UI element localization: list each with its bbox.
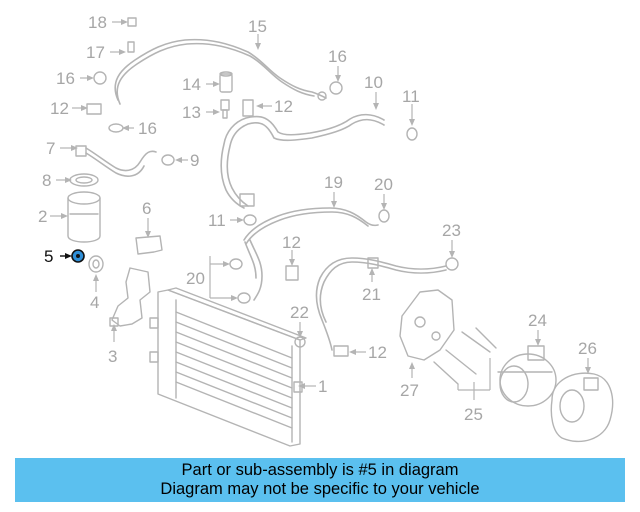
- banner-line-1: Part or sub-assembly is #5 in diagram: [181, 461, 459, 479]
- callout-25: 25: [464, 405, 483, 424]
- ac-hoses: [75, 38, 447, 351]
- callout-8: 8: [42, 171, 51, 190]
- bracket-6: [135, 235, 163, 255]
- callout-14: 14: [182, 75, 201, 94]
- callout-20a: 20: [186, 269, 205, 288]
- compressor-26: [550, 372, 614, 443]
- callout-12a: 12: [50, 99, 69, 118]
- callout-23: 23: [442, 221, 461, 240]
- callout-12d: 12: [368, 343, 387, 362]
- callout-24: 24: [528, 311, 547, 330]
- condenser: [149, 287, 307, 447]
- callout-12c: 12: [282, 233, 301, 252]
- callout-6: 6: [142, 199, 151, 218]
- receiver-drier: [67, 191, 101, 243]
- bolts-25: [433, 327, 497, 385]
- callout-2: 2: [38, 207, 47, 226]
- callout-4: 4: [90, 293, 99, 312]
- leaders: [50, 19, 591, 400]
- callout-17: 17: [86, 43, 105, 62]
- o-ring-8: [69, 173, 99, 187]
- callout-18: 18: [88, 13, 107, 32]
- valve-14: [219, 71, 233, 93]
- sensor-13: [220, 99, 230, 119]
- valve-core-17: [127, 41, 135, 53]
- callout-11b: 11: [208, 211, 226, 230]
- callout-22: 22: [290, 303, 309, 322]
- callout-10: 10: [364, 73, 383, 92]
- cap-18: [127, 17, 137, 27]
- callout-20b: 20: [374, 175, 393, 194]
- o-ring-9: [161, 154, 175, 166]
- callout-12b: 12: [274, 97, 293, 116]
- o-ring-20: [229, 258, 243, 270]
- bracket-3: [111, 267, 151, 327]
- condenser-fins: [175, 311, 293, 429]
- callout-3: 3: [108, 347, 117, 366]
- compressor-bracket-27: [399, 289, 455, 361]
- callout-16b: 16: [138, 119, 157, 138]
- callouts: 1 2 3 4 5 6 7 8 9 10 11 11 12 12 12 12 1…: [38, 13, 597, 424]
- banner-line-2: Diagram may not be specific to your vehi…: [160, 480, 480, 498]
- callout-9: 9: [190, 151, 199, 170]
- callout-1: 1: [318, 377, 327, 396]
- o-ring-16: [93, 71, 107, 85]
- callout-13: 13: [182, 103, 201, 122]
- callout-7: 7: [46, 139, 55, 158]
- bushing-4: [88, 255, 104, 273]
- callout-5: 5: [44, 247, 53, 266]
- info-banner: Part or sub-assembly is #5 in diagram Di…: [15, 458, 625, 502]
- callout-16a: 16: [56, 69, 75, 88]
- o-ring-11: [406, 127, 418, 141]
- o-ring-23: [445, 257, 459, 271]
- callout-16c: 16: [328, 47, 347, 66]
- callout-21: 21: [362, 285, 381, 304]
- callout-19: 19: [324, 173, 343, 192]
- callout-15: 15: [248, 17, 267, 36]
- callout-26: 26: [578, 339, 597, 358]
- compressor-24: [497, 345, 557, 407]
- part-5-highlight: [71, 249, 85, 263]
- callout-11a: 11: [402, 87, 420, 106]
- callout-27: 27: [400, 381, 419, 400]
